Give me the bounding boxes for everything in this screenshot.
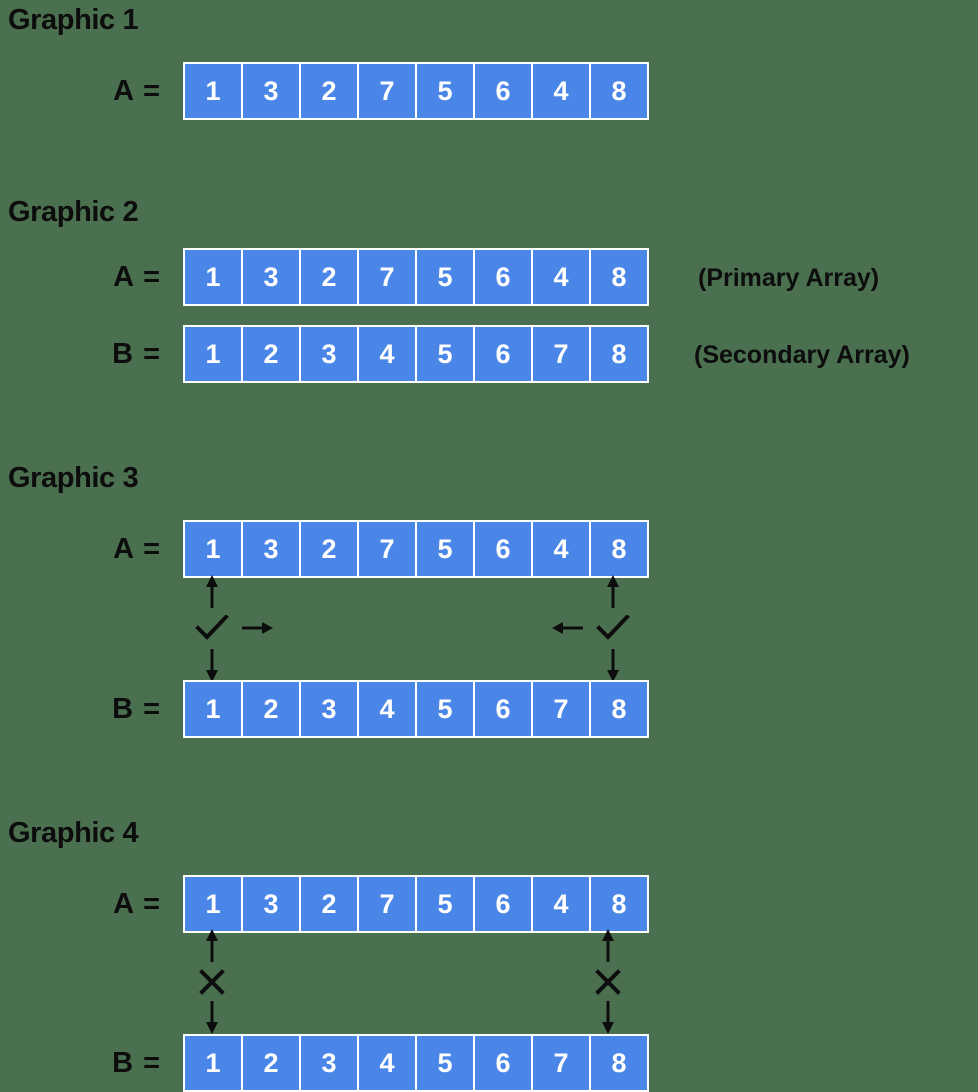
array-cell: 4 bbox=[533, 64, 589, 118]
graphic-3-array-b-boxes: 1 2 3 4 5 6 7 8 bbox=[183, 680, 649, 738]
secondary-array-note: (Secondary Array) bbox=[694, 341, 910, 369]
array-cell: 1 bbox=[185, 64, 241, 118]
cross-icon bbox=[595, 969, 621, 995]
graphic-3-array-a-row: A = 1 3 2 7 5 6 4 8 bbox=[113, 520, 649, 578]
array-cell: 4 bbox=[533, 250, 589, 304]
array-cell: 4 bbox=[533, 522, 589, 576]
array-cell: 8 bbox=[591, 682, 647, 736]
arrow-up-icon bbox=[600, 929, 616, 963]
graphic-2-title: Graphic 2 bbox=[8, 196, 139, 228]
array-cell: 7 bbox=[533, 682, 589, 736]
array-cell: 8 bbox=[591, 64, 647, 118]
arrow-left-icon bbox=[551, 620, 583, 636]
array-cell: 4 bbox=[359, 682, 415, 736]
array-cell: 7 bbox=[533, 327, 589, 381]
graphic-1-array-a-label: A = bbox=[113, 74, 161, 107]
graphic-4-array-b-label: B = bbox=[112, 1046, 161, 1079]
graphic-1-array-a-boxes: 1 3 2 7 5 6 4 8 bbox=[183, 62, 649, 120]
array-cell: 5 bbox=[417, 250, 473, 304]
array-cell: 8 bbox=[591, 1036, 647, 1090]
array-cell: 2 bbox=[243, 1036, 299, 1090]
array-cell: 1 bbox=[185, 522, 241, 576]
primary-array-note: (Primary Array) bbox=[698, 264, 880, 292]
graphic-2-array-a-label: A = bbox=[113, 260, 161, 293]
array-cell: 1 bbox=[185, 250, 241, 304]
graphic-4-array-b-boxes: 1 2 3 4 5 6 7 8 bbox=[183, 1034, 649, 1092]
array-cell: 6 bbox=[475, 64, 531, 118]
array-cell: 1 bbox=[185, 682, 241, 736]
array-cell: 7 bbox=[359, 64, 415, 118]
graphic-3-array-b-row: B = 1 2 3 4 5 6 7 8 bbox=[112, 680, 649, 738]
array-cell: 5 bbox=[417, 682, 473, 736]
array-cell: 3 bbox=[301, 1036, 357, 1090]
graphic-3-array-a-label: A = bbox=[113, 532, 161, 565]
array-cell: 8 bbox=[591, 877, 647, 931]
array-cell: 6 bbox=[475, 1036, 531, 1090]
graphic-4-array-a-boxes: 1 3 2 7 5 6 4 8 bbox=[183, 875, 649, 933]
array-cell: 5 bbox=[417, 877, 473, 931]
array-cell: 5 bbox=[417, 64, 473, 118]
array-cell: 6 bbox=[475, 877, 531, 931]
graphic-1-array-a-row: A = 1 3 2 7 5 6 4 8 bbox=[113, 62, 649, 120]
graphic-2-array-b-boxes: 1 2 3 4 5 6 7 8 bbox=[183, 325, 649, 383]
array-cell: 1 bbox=[185, 1036, 241, 1090]
graphic-4-title: Graphic 4 bbox=[8, 817, 139, 849]
check-icon bbox=[596, 615, 630, 641]
array-cell: 6 bbox=[475, 682, 531, 736]
array-cell: 7 bbox=[359, 250, 415, 304]
arrow-up-icon bbox=[204, 929, 220, 963]
array-cell: 2 bbox=[243, 327, 299, 381]
array-cell: 4 bbox=[359, 1036, 415, 1090]
array-cell: 3 bbox=[243, 522, 299, 576]
graphic-4-array-b-row: B = 1 2 3 4 5 6 7 8 bbox=[112, 1034, 649, 1092]
array-cell: 7 bbox=[359, 522, 415, 576]
array-cell: 7 bbox=[533, 1036, 589, 1090]
array-cell: 8 bbox=[591, 327, 647, 381]
array-cell: 2 bbox=[243, 682, 299, 736]
arrow-down-icon bbox=[600, 1001, 616, 1035]
graphic-3-array-b-label: B = bbox=[112, 692, 161, 725]
array-cell: 6 bbox=[475, 522, 531, 576]
arrow-down-icon bbox=[605, 649, 621, 683]
array-cell: 4 bbox=[359, 327, 415, 381]
graphic-4-array-a-row: A = 1 3 2 7 5 6 4 8 bbox=[113, 875, 649, 933]
array-cell: 5 bbox=[417, 1036, 473, 1090]
cross-icon bbox=[199, 969, 225, 995]
array-cell: 2 bbox=[301, 250, 357, 304]
graphic-3-title: Graphic 3 bbox=[8, 462, 139, 494]
arrow-down-icon bbox=[204, 1001, 220, 1035]
array-cell: 7 bbox=[359, 877, 415, 931]
array-cell: 6 bbox=[475, 327, 531, 381]
array-cell: 6 bbox=[475, 250, 531, 304]
graphic-3-array-a-boxes: 1 3 2 7 5 6 4 8 bbox=[183, 520, 649, 578]
array-cell: 3 bbox=[243, 877, 299, 931]
graphic-2-array-b-row: B = 1 2 3 4 5 6 7 8 bbox=[112, 325, 649, 383]
arrow-down-icon bbox=[204, 649, 220, 683]
array-cell: 4 bbox=[533, 877, 589, 931]
array-cell: 1 bbox=[185, 327, 241, 381]
graphic-2-array-a-row: A = 1 3 2 7 5 6 4 8 bbox=[113, 248, 649, 306]
array-cell: 2 bbox=[301, 522, 357, 576]
graphic-2-array-b-label: B = bbox=[112, 337, 161, 370]
graphic-4-array-a-label: A = bbox=[113, 887, 161, 920]
array-cell: 5 bbox=[417, 522, 473, 576]
array-cell: 3 bbox=[301, 327, 357, 381]
array-cell: 8 bbox=[591, 250, 647, 304]
arrow-up-icon bbox=[605, 575, 621, 609]
array-cell: 5 bbox=[417, 327, 473, 381]
graphic-2-array-a-boxes: 1 3 2 7 5 6 4 8 bbox=[183, 248, 649, 306]
array-cell: 1 bbox=[185, 877, 241, 931]
graphic-1-title: Graphic 1 bbox=[8, 4, 139, 36]
array-cell: 2 bbox=[301, 64, 357, 118]
check-icon bbox=[195, 615, 229, 641]
arrow-up-icon bbox=[204, 575, 220, 609]
array-cell: 3 bbox=[243, 64, 299, 118]
arrow-right-icon bbox=[242, 620, 274, 636]
array-cell: 8 bbox=[591, 522, 647, 576]
array-cell: 2 bbox=[301, 877, 357, 931]
array-cell: 3 bbox=[243, 250, 299, 304]
array-cell: 3 bbox=[301, 682, 357, 736]
